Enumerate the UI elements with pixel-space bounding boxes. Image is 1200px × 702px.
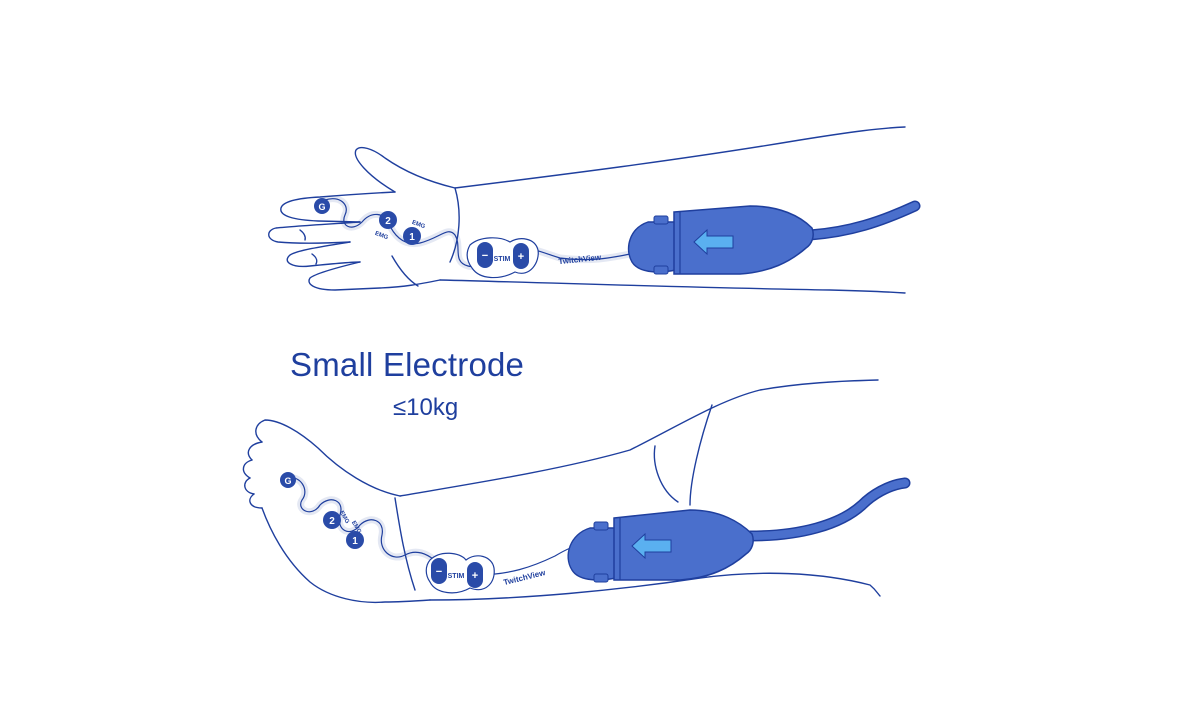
arm-emg-label-2: EMG	[411, 220, 426, 230]
leg-sensor-arrow	[631, 532, 672, 560]
arm-emg-2-label: 2	[385, 216, 391, 227]
thumb-outline	[354, 146, 456, 193]
arm-sensor-unit	[627, 200, 921, 275]
leg-sensor-unit	[567, 477, 911, 583]
arm-sensor-clip-tab	[653, 215, 669, 225]
toe-2	[242, 459, 253, 479]
arm-illustration	[268, 126, 906, 294]
arm-stim-plus-electrode	[513, 243, 529, 269]
leg-ground-electrode	[280, 472, 296, 488]
finger-2	[268, 221, 361, 244]
arm-stim-plus-label: +	[518, 251, 524, 263]
calf-outline-bottom	[429, 572, 881, 601]
arm-sensor-clip	[627, 221, 677, 273]
leg-ground-label: G	[284, 476, 291, 486]
arm-emg-1-electrode	[403, 227, 421, 245]
leg-emg-1-label: 1	[352, 536, 358, 547]
arm-electrode-strip	[323, 195, 631, 279]
arm-emg-label-1: EMG	[374, 231, 389, 241]
arm-electrode-contacts: G 2 EMG 1 EMG − STIM + TwitchView	[314, 198, 602, 269]
hand-outline	[280, 191, 396, 223]
leg-sensor-body	[613, 509, 754, 581]
leg-emg-2-label: 2	[329, 516, 335, 527]
foot-outline-top	[255, 419, 401, 497]
arm-emg-2-electrode	[379, 211, 397, 229]
leg-stim-minus-electrode	[431, 558, 447, 584]
arm-emg-1-label: 1	[409, 232, 415, 243]
arm-ground-electrode	[314, 198, 330, 214]
forearm-outline-top	[454, 126, 906, 189]
arm-stim-minus-label: −	[482, 250, 488, 262]
ankle-crease	[394, 497, 416, 591]
wrist-crease	[449, 187, 460, 263]
leg-stim-label: STIM	[448, 573, 465, 580]
toe-3	[244, 477, 255, 495]
finger-3	[286, 241, 361, 268]
leg-sensor-clip	[567, 527, 617, 581]
arm-brand-label: TwitchView	[558, 253, 602, 267]
arm-stim-minus-electrode	[477, 242, 493, 268]
arm-sensor-arrow	[693, 228, 734, 256]
leg-emg-2-electrode	[323, 511, 341, 529]
leg-illustration	[242, 379, 881, 604]
finger-crease-2	[311, 253, 318, 265]
foot-sole	[261, 507, 431, 604]
arm-ground-label: G	[318, 202, 325, 212]
shin-outline-top	[399, 379, 879, 497]
leg-electrode-contacts: G 2 EMG 1 EMG − STIM + TwitchView	[280, 472, 547, 588]
leg-emg-1-electrode	[346, 531, 364, 549]
finger-crease-1	[299, 229, 306, 241]
palm-crease	[391, 255, 419, 287]
toe-4	[249, 493, 263, 509]
leg-stim-plus-electrode	[467, 562, 483, 588]
leg-stim-plus-label: +	[472, 570, 478, 582]
arm-sensor-body	[673, 205, 814, 275]
arm-stim-label: STIM	[494, 256, 511, 263]
finger-4	[308, 261, 441, 291]
knee-outline	[653, 445, 679, 503]
leg-brand-label: TwitchView	[503, 568, 547, 587]
toe-1	[247, 441, 263, 461]
leg-stim-minus-label: −	[436, 566, 442, 578]
forearm-outline-bottom	[439, 279, 906, 294]
